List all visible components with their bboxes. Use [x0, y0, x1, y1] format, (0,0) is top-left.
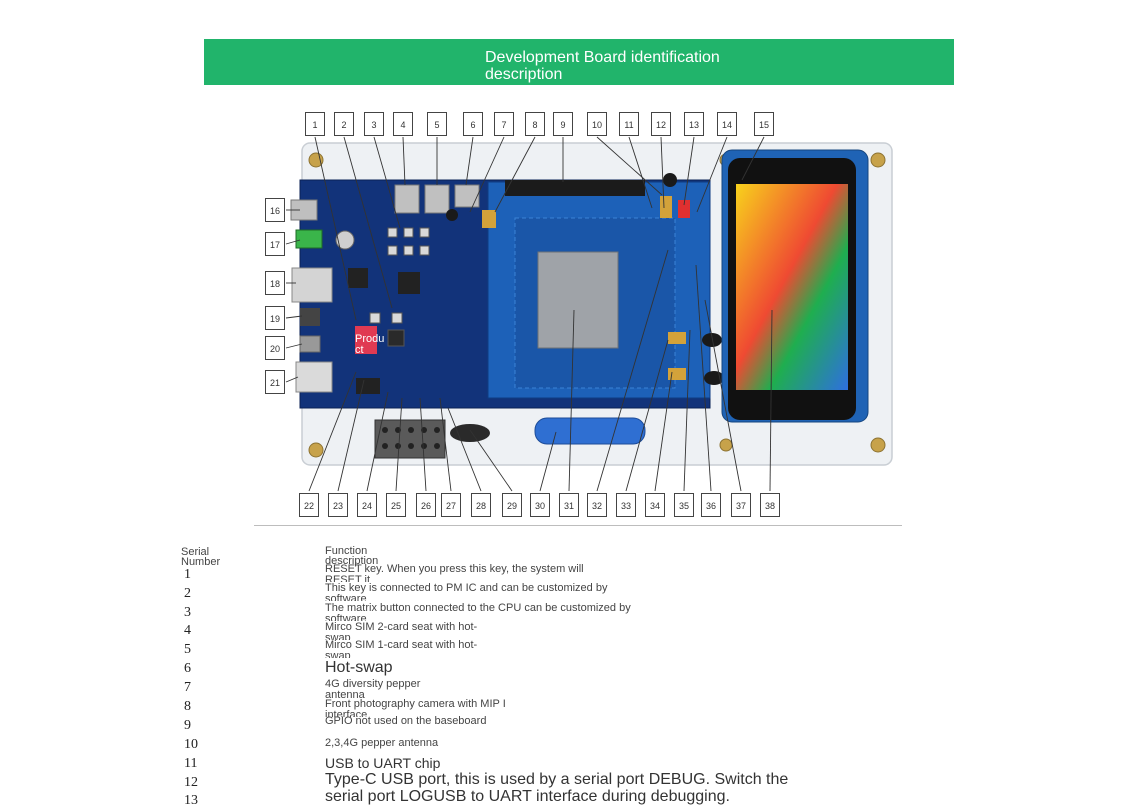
row-10-number: 10	[184, 737, 198, 752]
badge-18: 18	[265, 271, 285, 295]
gpio-header	[505, 180, 645, 196]
usb-host-port	[291, 267, 333, 303]
badge-5: 5	[427, 112, 447, 136]
row-8-description: Front photography camera with MIP I inte…	[325, 699, 506, 717]
row-12-number: 12	[184, 775, 198, 790]
row-10-description: 2,3,4G pepper antenna	[325, 737, 439, 749]
badge-11: 11	[619, 112, 639, 136]
badge-7: 7	[494, 112, 514, 136]
row-4-number: 4	[184, 623, 191, 638]
leader-lines	[285, 136, 773, 492]
badge-3: 3	[364, 112, 384, 136]
row-13-number: 13	[184, 793, 198, 808]
row-11-description: USB to UART chip	[325, 755, 441, 771]
badge-24: 24	[357, 493, 377, 517]
sim-slot-2	[394, 184, 420, 214]
badge-28: 28	[471, 493, 491, 517]
row-12-description: Type-C USB port, this is used by a seria…	[325, 771, 789, 805]
row-3-description: The matrix button connected to the CPU c…	[325, 603, 631, 621]
capacitor	[335, 230, 355, 250]
cpu-chip	[537, 251, 619, 349]
page-title: Development Board identification descrip…	[485, 49, 720, 83]
title-banner: Development Board identification descrip…	[204, 39, 954, 85]
chip-b	[398, 272, 420, 294]
screen-wallpaper	[736, 184, 848, 390]
product-stamp	[355, 326, 377, 354]
badge-32: 32	[587, 493, 607, 517]
badge-1: 1	[305, 112, 325, 136]
row-5-number: 5	[184, 642, 191, 657]
badge-19: 19	[265, 306, 285, 330]
col-header-serial: Serial Number	[181, 546, 221, 568]
usb-c-port	[300, 308, 320, 326]
badge-4: 4	[393, 112, 413, 136]
chip-c	[356, 378, 380, 394]
badge-6: 6	[463, 112, 483, 136]
terminal-block	[295, 229, 323, 249]
row-5-description: Mirco SIM 1-card seat with hot-swap	[325, 640, 478, 658]
sim-slot-1	[424, 184, 450, 214]
badge-26: 26	[416, 493, 436, 517]
badge-25: 25	[386, 493, 406, 517]
chip-a	[348, 268, 368, 288]
row-1-description: RESET key. When you press this key, the …	[325, 564, 584, 582]
board-figure: 1 2 3 4 5 6 7 8 9 10 11 12 13 14 15 16 1…	[265, 112, 893, 517]
row-7-description: 4G diversity pepper antenna	[325, 679, 421, 699]
badge-20: 20	[265, 336, 285, 360]
badge-38: 38	[760, 493, 780, 517]
badge-8: 8	[525, 112, 545, 136]
badge-34: 34	[645, 493, 665, 517]
badge-33: 33	[616, 493, 636, 517]
badge-2: 2	[334, 112, 354, 136]
antennas	[446, 173, 724, 385]
badge-29: 29	[502, 493, 522, 517]
badge-12: 12	[651, 112, 671, 136]
badge-36: 36	[701, 493, 721, 517]
pin-header	[374, 419, 446, 459]
row-1-number: 1	[184, 567, 191, 582]
badge-10: 10	[587, 112, 607, 136]
board-illustration	[285, 136, 893, 492]
badge-16: 16	[265, 198, 285, 222]
badge-13: 13	[684, 112, 704, 136]
col-header-function: Function description	[325, 545, 379, 567]
badge-17: 17	[265, 232, 285, 256]
sd-slot	[454, 184, 480, 208]
row-3-number: 3	[184, 605, 191, 620]
row-11-number: 11	[184, 756, 198, 771]
buzzer	[450, 424, 490, 442]
badge-27: 27	[441, 493, 461, 517]
row-9-number: 9	[184, 718, 191, 733]
row-6-description: Hot-swap	[325, 659, 393, 676]
badge-23: 23	[328, 493, 348, 517]
badge-31: 31	[559, 493, 579, 517]
row-7-number: 7	[184, 680, 191, 695]
badge-9: 9	[553, 112, 573, 136]
row-2-number: 2	[184, 586, 191, 601]
product-stamp-label: Produ ct	[355, 333, 385, 356]
badge-21: 21	[265, 370, 285, 394]
badge-14: 14	[717, 112, 737, 136]
badge-30: 30	[530, 493, 550, 517]
row-2-description: This key is connected to PM IC and can b…	[325, 583, 608, 601]
row-4-description: Mirco SIM 2-card seat with hot-swap	[325, 622, 478, 640]
dip-switch	[678, 200, 690, 218]
badge-35: 35	[674, 493, 694, 517]
buttons	[369, 227, 430, 347]
micro-usb-port	[299, 335, 321, 353]
row-6-number: 6	[184, 661, 191, 676]
badge-37: 37	[731, 493, 751, 517]
badge-15: 15	[754, 112, 774, 136]
badge-22: 22	[299, 493, 319, 517]
ethernet-port	[295, 361, 333, 393]
battery	[534, 417, 646, 445]
divider	[254, 525, 902, 526]
row-8-number: 8	[184, 699, 191, 714]
row-9-description: GPIO not used on the baseboard	[325, 715, 487, 727]
